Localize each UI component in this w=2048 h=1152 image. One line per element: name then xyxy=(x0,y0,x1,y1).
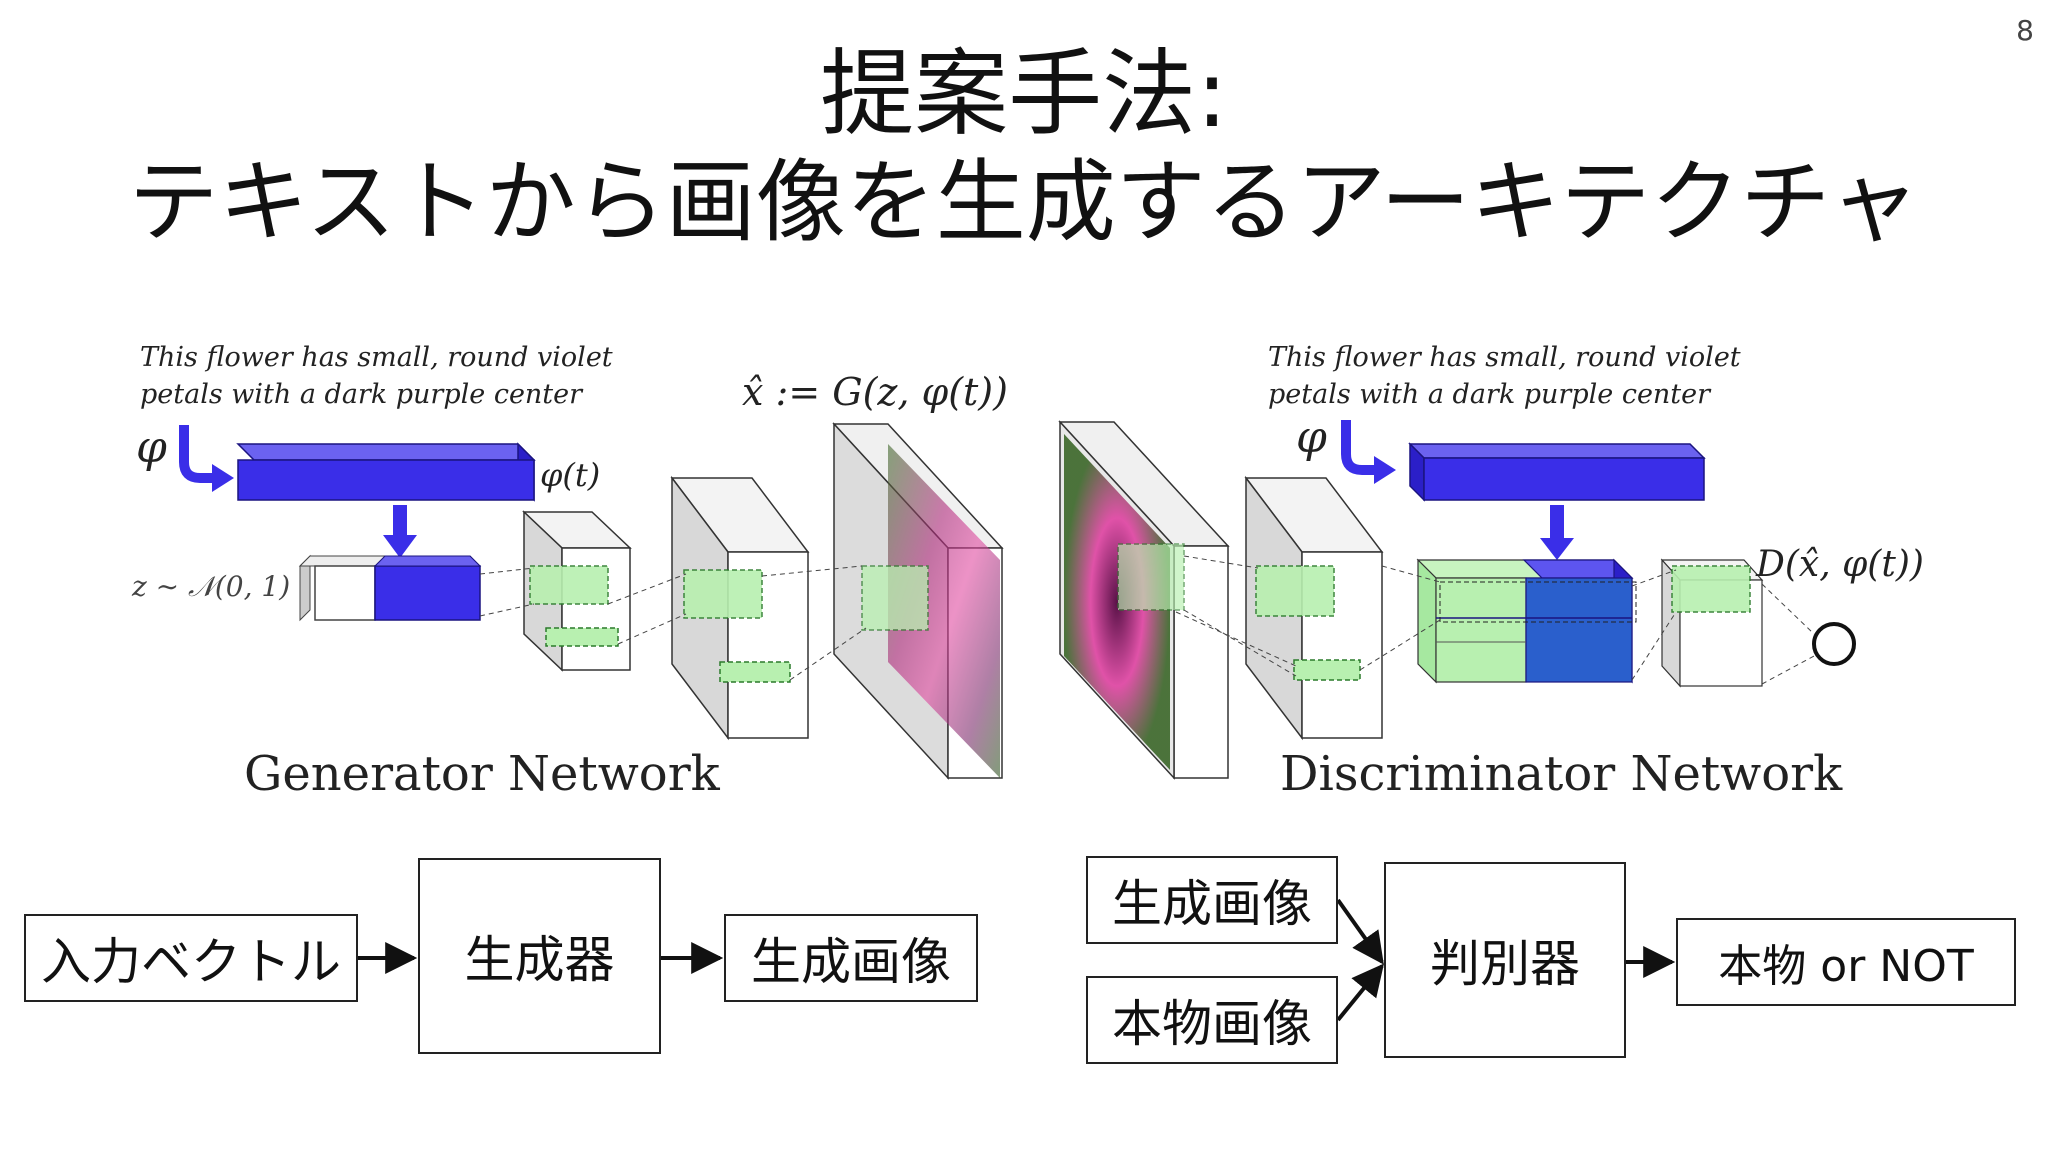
caption-left-line1: This flower has small, round violet xyxy=(140,342,613,373)
generated-image-input-label: 生成画像 xyxy=(1112,875,1312,933)
down-arrow-right xyxy=(1540,538,1574,560)
page-subtitle: テキストから画像を生成するアーキテクチャ xyxy=(128,150,1920,255)
discriminator-network-label: Discriminator Network xyxy=(1280,746,1843,802)
arrow-real-to-discriminator xyxy=(1336,963,1385,1022)
phi-symbol-left: φ xyxy=(136,422,167,473)
page-title: 提案手法: xyxy=(820,40,1228,149)
input-vector-label: 入力ベクトル xyxy=(41,933,341,991)
z-label: z ∼ 𝒩(0, 1) xyxy=(131,570,290,603)
generator-box: 生成器 xyxy=(418,858,661,1054)
output-box: 本物 or NOT xyxy=(1676,918,2016,1006)
generator-output-label: x̂ := G(z, φ(t)) xyxy=(742,370,1008,414)
text-embedding-bar xyxy=(237,459,535,501)
discriminator-label: 判別器 xyxy=(1430,935,1580,993)
noise-vector xyxy=(314,565,376,621)
down-arrow-left xyxy=(383,535,417,558)
discriminator-output-label: D(x̂, φ(t)) xyxy=(1755,544,1924,585)
real-image-box: 本物画像 xyxy=(1086,976,1338,1064)
output-label: 本物 or NOT xyxy=(1718,941,1974,992)
page-number: 8 xyxy=(2016,14,2034,47)
phi-t-label: φ(t) xyxy=(540,456,600,494)
text-embedding-bar-right xyxy=(1423,457,1705,501)
real-image-label: 本物画像 xyxy=(1112,995,1312,1053)
phi-arrow-right xyxy=(1341,420,1376,475)
phi-arrow-left xyxy=(179,425,214,483)
discriminator-box: 判別器 xyxy=(1384,862,1626,1058)
caption-left-line2: petals with a dark purple center xyxy=(140,379,584,410)
generated-image-label: 生成画像 xyxy=(751,933,951,991)
generated-flower-image xyxy=(888,444,1000,778)
concat-features-green xyxy=(1435,577,1527,683)
concatenated-embedding xyxy=(374,565,481,621)
caption-right-line1: This flower has small, round violet xyxy=(1268,342,1741,373)
input-vector-box: 入力ベクトル xyxy=(24,914,358,1002)
arrow-generated-to-discriminator xyxy=(1336,898,1384,965)
phi-symbol-right: φ xyxy=(1296,412,1327,463)
generator-network-label: Generator Network xyxy=(244,746,721,802)
generated-image-box: 生成画像 xyxy=(724,914,978,1002)
generated-image-input-box: 生成画像 xyxy=(1086,856,1338,944)
generator-label: 生成器 xyxy=(464,931,615,989)
output-node xyxy=(1812,622,1856,666)
concat-features-blue xyxy=(1525,577,1633,683)
caption-right-line2: petals with a dark purple center xyxy=(1268,379,1712,410)
real-flower-image xyxy=(1064,434,1170,770)
